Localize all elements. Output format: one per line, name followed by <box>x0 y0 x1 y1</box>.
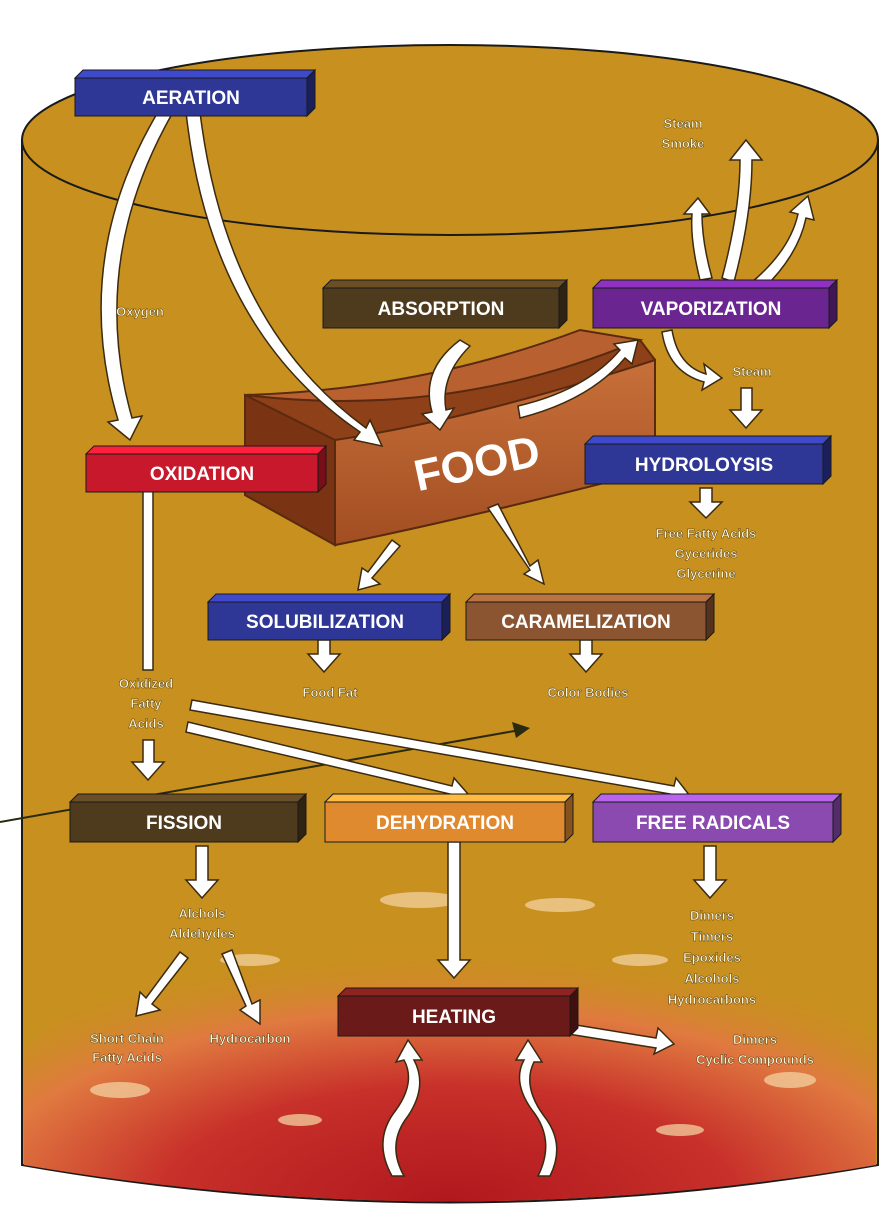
food-fat-label: Food Fat <box>303 685 359 700</box>
solubilization-box: SOLUBILIZATION <box>208 594 450 640</box>
hydrolysis-products-label: Free Fatty Acids <box>656 526 757 541</box>
solubilization-label: SOLUBILIZATION <box>246 612 404 633</box>
caramelization-box: CARAMELIZATION <box>466 594 714 640</box>
alcohols-aldehydes-label: Aldehydes <box>169 926 235 941</box>
alcohols-aldehydes-label: Alchols <box>179 906 226 921</box>
free-radical-products-label: Timers <box>691 929 733 944</box>
vaporization-label: VAPORIZATION <box>641 299 782 320</box>
steam-label: Steam <box>732 364 771 379</box>
hydrolysis-products-label: Glycerine <box>676 566 735 581</box>
color-bodies-label: Color Bodies <box>548 685 629 700</box>
absorption-label: ABSORPTION <box>378 299 505 320</box>
hydrocarbon-label: Hydrocarbon <box>210 1031 291 1046</box>
caramelization-label: CARAMELIZATION <box>501 612 671 633</box>
oxygen-label: Oxygen <box>116 304 164 319</box>
hydrolysis-products-label: Gycerides <box>675 546 738 561</box>
steam-smoke-label: Steam <box>663 116 702 131</box>
oxidation-label: OXIDATION <box>150 464 254 485</box>
dehydration-box: DEHYDRATION <box>325 794 573 842</box>
hydrolysis-box: HYDROLOYSIS <box>585 436 831 484</box>
arrow-oxidation-down <box>143 486 153 670</box>
oxidation-box: OXIDATION <box>86 446 326 492</box>
short-chain-label: Short Chain <box>90 1031 164 1046</box>
free-radical-products-label: Hydrocarbons <box>668 992 756 1007</box>
free-radical-products-label: Dimers <box>690 908 734 923</box>
heating-label: HEATING <box>412 1007 496 1028</box>
aeration-box: AERATION <box>75 70 315 116</box>
free-radical-products-label: Alcohols <box>685 971 740 986</box>
free-radicals-box: FREE RADICALS <box>593 794 841 842</box>
vaporization-box: VAPORIZATION <box>593 280 837 328</box>
free-radicals-label: FREE RADICALS <box>636 813 790 834</box>
heating-products-label: Dimers <box>733 1032 777 1047</box>
oxidized-fatty-acids-label: Acids <box>128 716 163 731</box>
free-radical-products-label: Epoxides <box>683 950 741 965</box>
aeration-label: AERATION <box>142 88 240 109</box>
heating-box: HEATING <box>338 988 578 1036</box>
hydrolysis-label: HYDROLOYSIS <box>635 455 773 476</box>
oxidized-fatty-acids-label: Oxidized <box>119 676 173 691</box>
dehydration-label: DEHYDRATION <box>376 813 514 834</box>
oxidized-fatty-acids-label: Fatty <box>130 696 162 711</box>
short-chain-label: Fatty Acids <box>92 1050 162 1065</box>
fission-label: FISSION <box>146 813 222 834</box>
absorption-box: ABSORPTION <box>323 280 567 328</box>
fission-box: FISSION <box>70 794 306 842</box>
steam-smoke-label: Smoke <box>662 136 705 151</box>
heating-products-label: Cyclic Compounds <box>696 1052 814 1067</box>
